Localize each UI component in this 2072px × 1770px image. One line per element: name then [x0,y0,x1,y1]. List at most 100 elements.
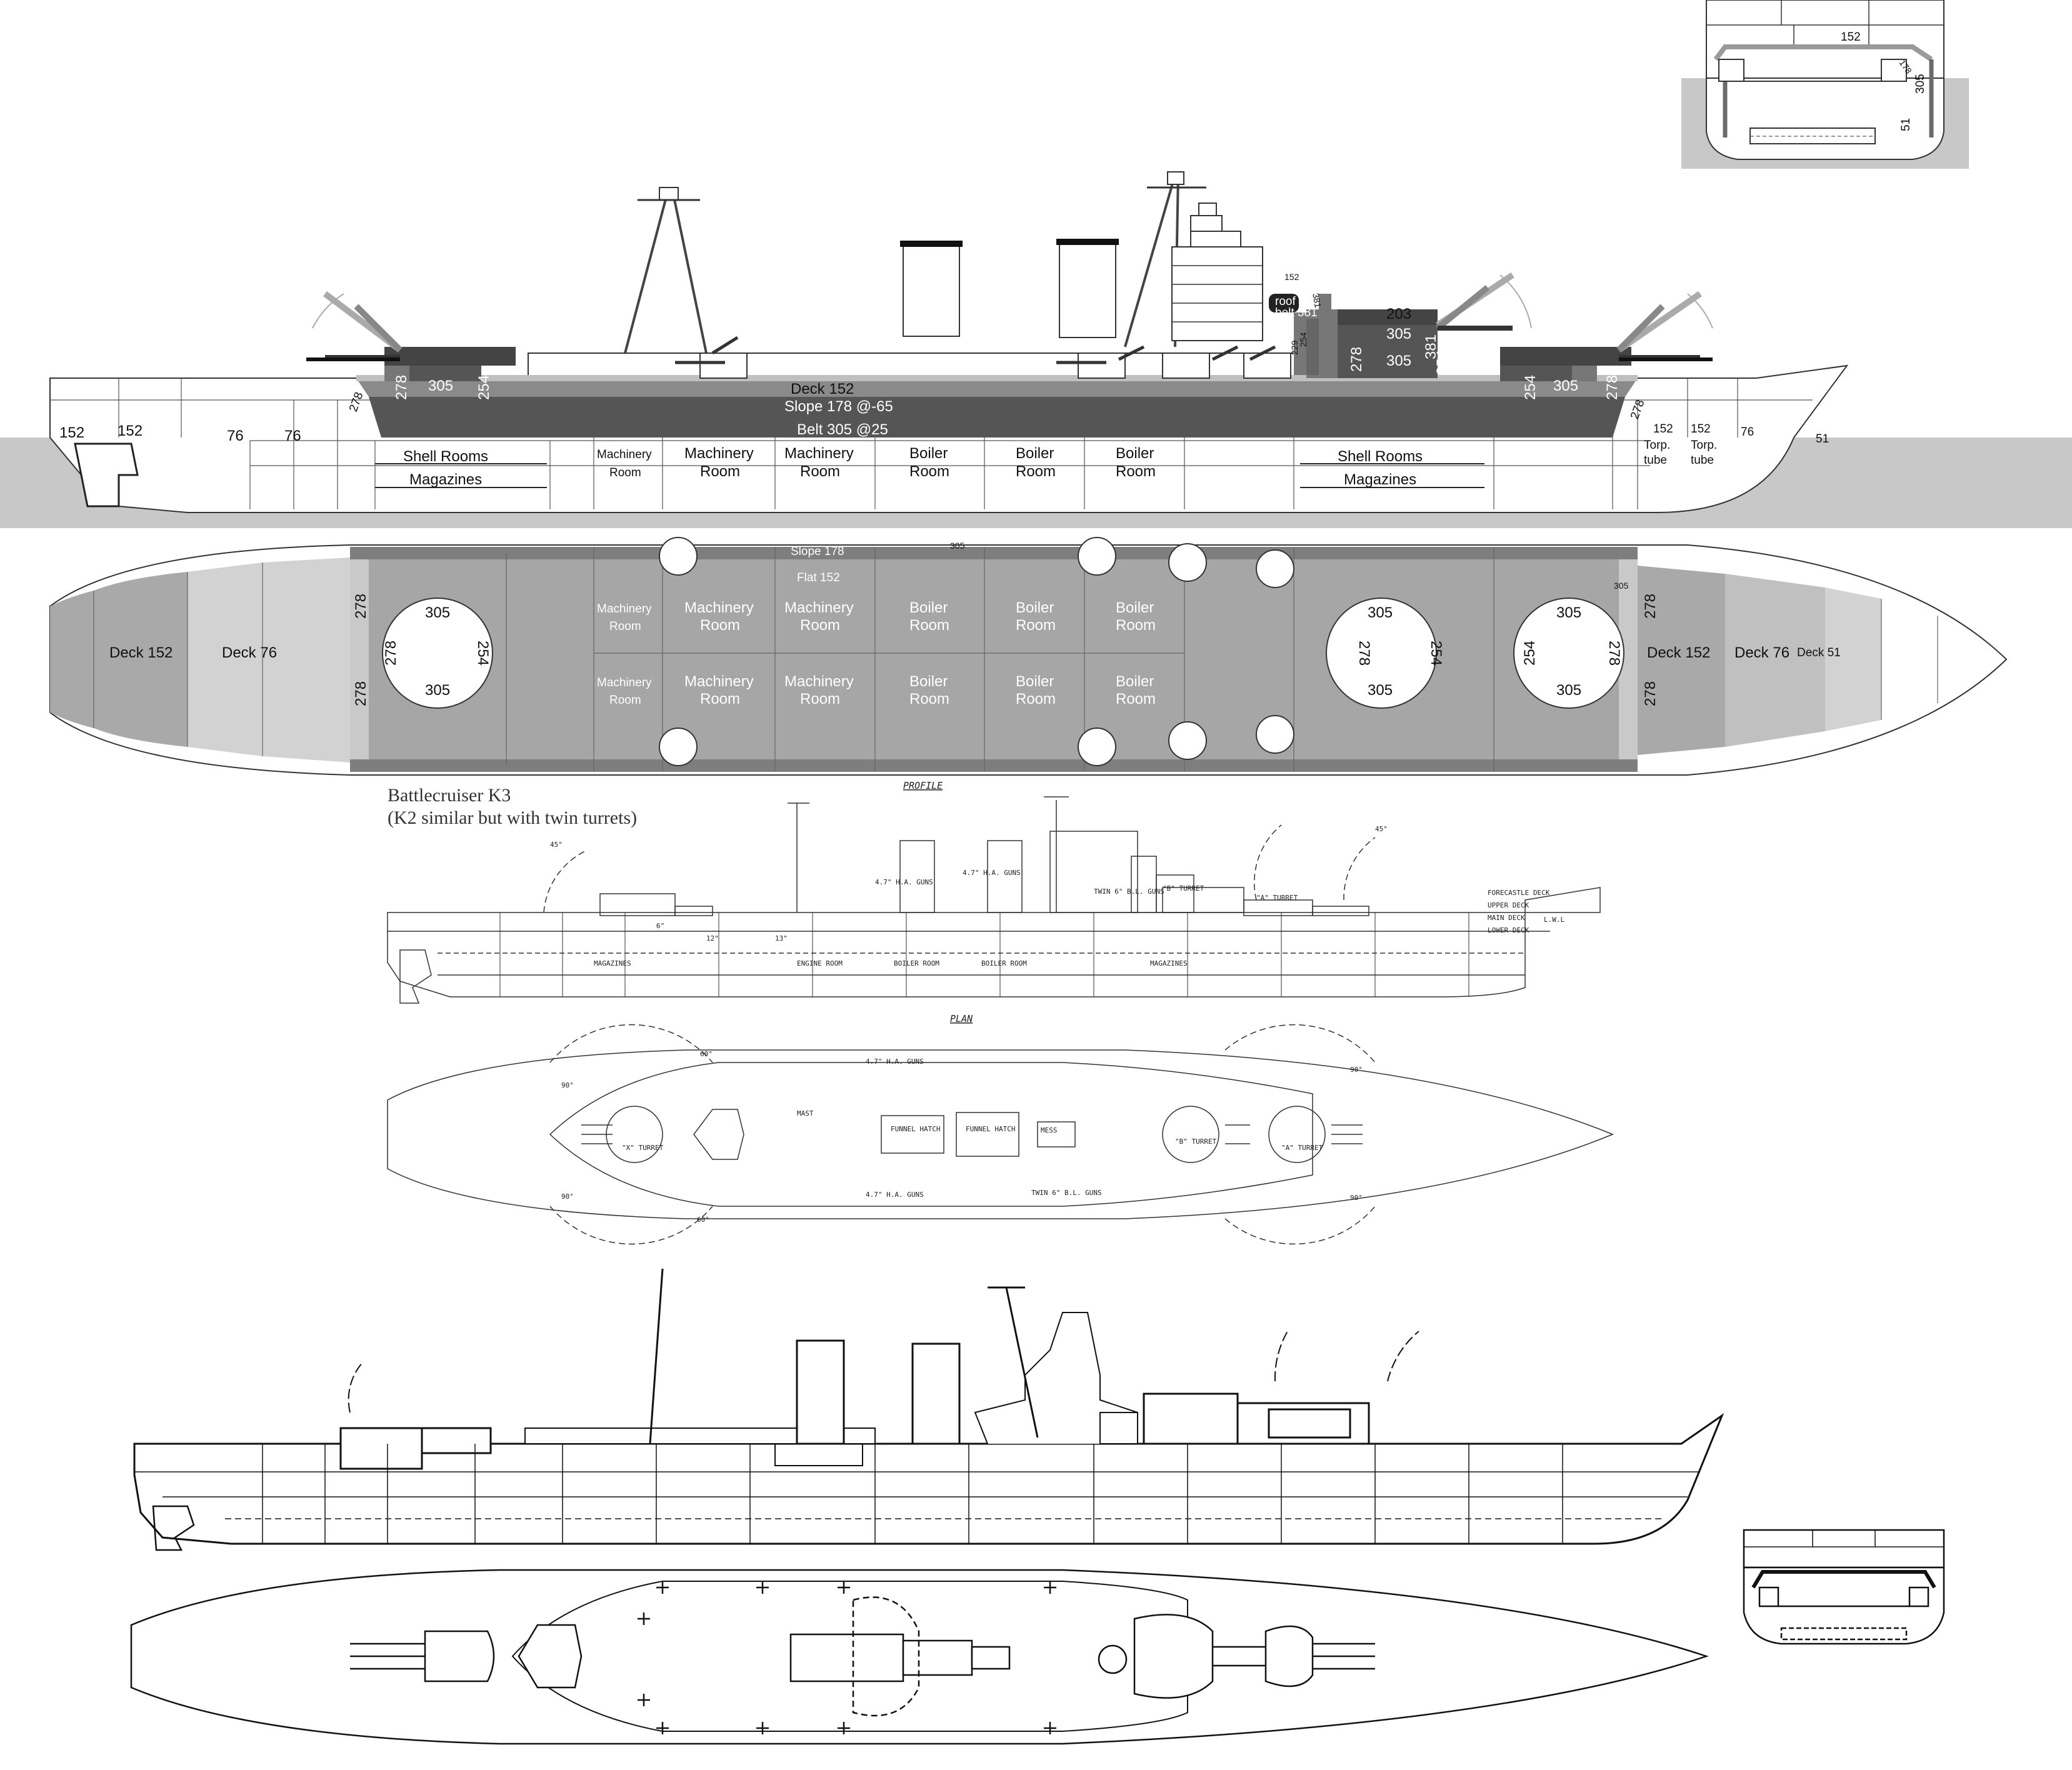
plan-slope-label: Slope 178 [791,545,844,558]
plan-room-label: Room [909,691,949,708]
fore-turret-guns [1616,291,1713,361]
archive-label: "A" TURRET [1256,894,1298,902]
plan-bulkhead-aft-1: 278 [353,594,369,619]
plan-crosses [638,1581,1056,1734]
profile-slope-label: Slope 178 @-65 [784,398,893,415]
aft-turret-house [384,347,516,366]
archive-label: 45° [550,841,563,849]
plan-room-label: Boiler [909,673,948,690]
compartment-labels: Shell Rooms Magazines Shell Rooms Magazi… [375,439,1717,488]
machinery-1-label: Machinery [597,448,652,461]
aft-barbette-side-label: 278 [393,375,410,400]
archive-label: FUNNEL HATCH [966,1125,1015,1133]
bow-deck-3-label: 76 [1741,426,1754,439]
archive-drawing: Battlecruiser K3 (K2 similar but with tw… [387,780,1614,1245]
stern-deck-1-label: 152 [59,424,84,441]
armour-belt-band [369,397,1625,438]
archive-profile-title: PROFILE [903,780,943,791]
plan-room-label: Machinery [784,673,854,690]
archive-label: L.W.L [1544,916,1564,924]
archive-label: FORECASTLE DECK [1488,889,1550,897]
plan-belt-note-fore: 305 [1614,581,1629,591]
archive-label: 4.7" H.A. GUNS [866,1058,924,1066]
inset-lower-label: 51 [1899,118,1913,131]
archive-label: TWIN 6" B.L. GUNS [1094,888,1164,896]
archive-label: "A" TURRET [1281,1144,1323,1152]
superfiring-roof-label: 203 [1386,306,1411,322]
plan-deck-152-fore: Deck 152 [1647,644,1710,661]
plan-aft-barbette-side: 278 [383,641,399,666]
archive-label: MAGAZINES [594,959,631,968]
archive-label: 90° [1350,1194,1363,1202]
plan-fore-barbette [1513,598,1624,709]
plan-room-label: Room [700,691,740,708]
plan-fore-barbette-face: 305 [1556,604,1581,621]
archive-label: MESS [1041,1126,1058,1134]
torp-2-label: Torp. [1691,439,1717,452]
ct-roof-label: roof 203 [1275,295,1319,308]
archive-plan-title: PLAN [950,1013,973,1024]
plan-room-label: Room [1116,691,1156,708]
plan-bulkhead-fore-2: 278 [1642,681,1659,706]
plan-aft-barbette-face2: 305 [425,682,450,699]
archive-label: TWIN 6" B.L. GUNS [1031,1189,1102,1197]
archive-label: "X" TURRET [622,1144,664,1152]
inset-belt-label: 305 [1914,74,1927,94]
fore-shell-rooms-label: Shell Rooms [1338,448,1423,465]
archive-label: 13" [775,934,788,942]
bow-deck-1-label: 152 [1653,422,1673,436]
superfiring-face-label: 305 [1386,326,1411,342]
archive-label: LOWER DECK [1488,926,1529,934]
archive-label: 90° [1350,1066,1363,1074]
plan-deck-76-aft: Deck 76 [222,644,277,661]
plan-superfiring-barbette [1326,598,1437,709]
plan-room-label: Boiler [1116,673,1154,690]
boiler-1-label: Boiler [909,445,948,462]
plan-room-label: Machinery [597,602,652,616]
archive-label: 90° [561,1081,574,1089]
torp-2-tube: tube [1691,454,1714,467]
archive-plan-labels: "X" TURRET "B" TURRET "A" TURRET FUNNEL … [561,1050,1363,1224]
archive-label: 4.7" H.A. GUNS [875,878,933,886]
archive-label: 90° [561,1192,574,1201]
superfiring-side-label: 278 [1348,347,1365,372]
plan-room-label: Room [800,617,840,634]
fore-barbette-rear-label: 278 [1604,375,1621,400]
plan-room-label: Room [1016,617,1056,634]
aft-shell-rooms-label: Shell Rooms [403,448,488,465]
aft-barbette-rear-label: 254 [476,375,493,400]
archive-label: "B" TURRET [1163,884,1204,892]
plan-sf-barbette-face: 305 [1368,604,1393,621]
armour-profile: Deck 152 Slope 178 @-65 Belt 305 @25 305… [0,171,2072,528]
fore-magazines-label: Magazines [1344,471,1416,488]
archive-label: UPPER DECK [1488,901,1529,909]
conning-tower [1269,294,1331,375]
archive-plan [387,1024,1614,1245]
archive-label: MAGAZINES [1150,959,1188,968]
plan-room-label: Room [800,691,840,708]
plan-aft-barbette-face: 305 [425,604,450,621]
bow-deck-2-label: 152 [1691,422,1711,436]
plan-room-label: Machinery [784,599,854,616]
line-drawing-profile [133,1268,1724,1551]
archive-profile-labels: FORECASTLE DECK UPPER DECK MAIN DECK LOW… [550,825,1564,968]
plan-deck-51-fore: Deck 51 [1797,646,1841,659]
aft-magazines-label: Magazines [409,471,482,488]
line-drawing-section [1743,1529,1945,1645]
stern-deck-3-label: 76 [227,428,244,444]
torp-1-label: Torp. [1644,439,1670,452]
plan-room-label: Room [700,617,740,634]
line-drawing-plan [130,1569,1709,1745]
archive-label: MAST [797,1109,814,1118]
machinery-3-room: Room [800,463,840,480]
main-mast [624,187,708,354]
plan-sf-barbette-rear: 254 [1428,641,1444,666]
plan-room-label: Machinery [684,673,754,690]
plan-room-label: Boiler [909,599,948,616]
bow-deck-4-label: 51 [1816,432,1829,446]
archive-label: 60° [697,1216,709,1224]
plan-fore-barbette-side: 254 [1521,641,1538,666]
fore-turret-house [1500,347,1631,366]
ct-belt-label: belt 381 [1275,306,1318,319]
